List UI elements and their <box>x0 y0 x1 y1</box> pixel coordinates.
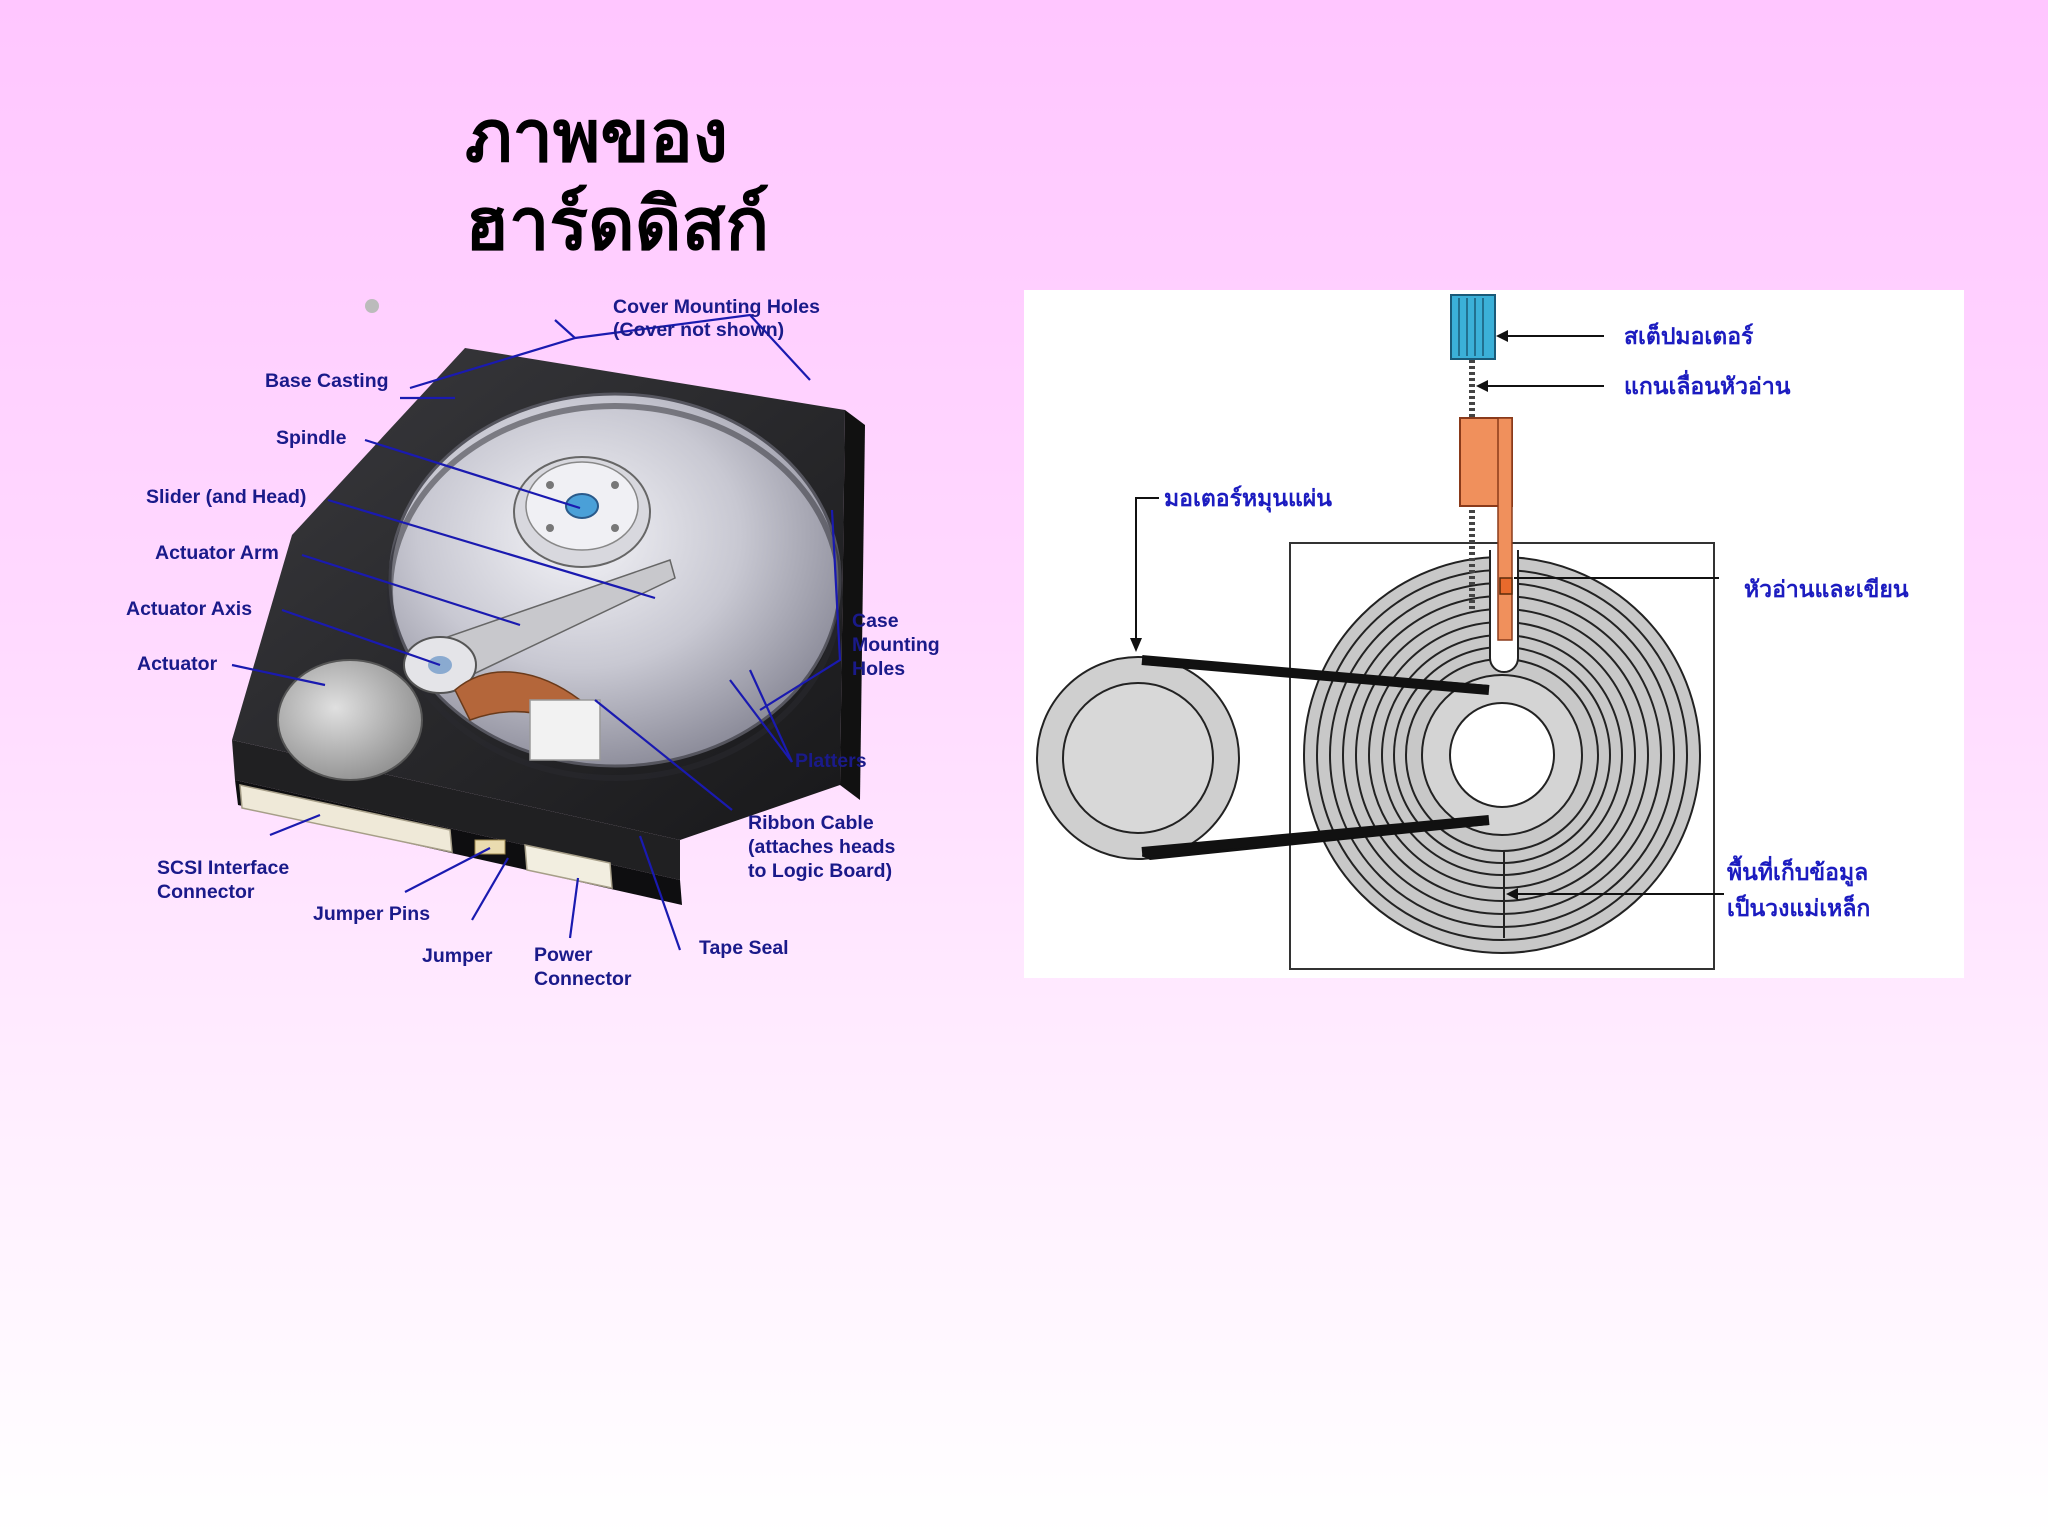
connector-block <box>529 699 601 761</box>
leader-actuator-arm <box>301 553 521 627</box>
label-tape-seal: Tape Seal <box>699 937 789 959</box>
leader-ribbon <box>594 699 733 811</box>
label-jumper-pins: Jumper Pins <box>313 903 430 925</box>
hub-screw <box>611 481 619 489</box>
disk-mechanism-schematic: สเต็ปมอเตอร์ แกนเลื่อนหัวอ่าน มอเตอร์หมุ… <box>1024 290 1964 978</box>
jumper-block <box>474 839 506 855</box>
hard-disk-drive <box>232 299 865 905</box>
leader-actuator-axis <box>281 608 441 667</box>
label-spindle: Spindle <box>276 427 347 449</box>
label-slider: Slider (and Head) <box>146 486 306 508</box>
pulley-inner <box>1062 682 1214 834</box>
hub-screw <box>546 524 554 532</box>
leader-actuator <box>231 663 326 687</box>
pointer-spindle-motor <box>1135 497 1159 648</box>
label-case-mounting-2: Mounting <box>852 634 940 656</box>
hub-screw <box>546 481 554 489</box>
drive-belt-bottom-line <box>1141 815 1490 857</box>
scsi-connector <box>239 784 453 853</box>
label-power-1: Power <box>534 944 593 966</box>
label-base-casting: Base Casting <box>265 370 389 392</box>
hard-disk-anatomy-diagram: Cover Mounting Holes (Cover not shown) B… <box>126 296 940 990</box>
label-head-shaft: แกนเลื่อนหัวอ่าน <box>1624 369 1791 400</box>
spindle-motor-pulley <box>1036 656 1240 860</box>
case-right-side <box>840 410 865 800</box>
slide-title-line-1: ภาพของ <box>465 94 728 178</box>
leader-cover-mounting-2 <box>574 313 811 381</box>
leader-spindle <box>364 438 581 510</box>
leader-platters <box>729 679 793 763</box>
arrowhead <box>1506 888 1518 900</box>
leader-power <box>568 877 580 939</box>
actuator-magnet <box>277 659 423 781</box>
label-platters: Platters <box>795 750 867 772</box>
leader-slider <box>327 498 656 600</box>
slide-title-line-2: ฮาร์ดดิสก์ <box>465 182 770 266</box>
label-case-mounting-3: Holes <box>852 658 905 680</box>
platter-hole <box>1449 702 1555 808</box>
read-write-head <box>1499 577 1513 595</box>
label-cover-mounting-holes-sub: (Cover not shown) <box>613 319 784 341</box>
label-actuator-axis: Actuator Axis <box>126 598 252 620</box>
leader-jumper-pins <box>404 847 491 893</box>
label-power-2: Connector <box>534 968 632 990</box>
platter-edge-shadow <box>387 403 843 781</box>
label-actuator: Actuator <box>137 653 218 675</box>
label-jumper: Jumper <box>422 945 493 967</box>
label-ribbon-cable-1: Ribbon Cable <box>748 812 874 834</box>
head-carriage <box>1459 417 1513 641</box>
label-case-mounting-1: Case <box>852 610 899 632</box>
label-scsi-1: SCSI Interface <box>157 857 289 879</box>
pointer-arrows <box>1130 330 1724 900</box>
leader-lines <box>231 313 842 951</box>
power-connector <box>524 844 613 889</box>
label-spindle-motor: มอเตอร์หมุนแผ่น <box>1164 485 1332 513</box>
cover-mounting-hole <box>365 299 379 313</box>
label-data-area-1: พื้นที่เก็บข้อมูล <box>1727 855 1868 887</box>
label-read-write-head: หัวอ่านและเขียน <box>1744 577 1909 603</box>
leader-jumper <box>471 857 509 921</box>
stepper-motor <box>1450 294 1496 360</box>
leader-tape-seal <box>638 835 682 951</box>
leader-case-mounting <box>759 509 842 711</box>
label-ribbon-cable-2: (attaches heads <box>748 836 896 858</box>
head-arm <box>1497 417 1513 641</box>
arrowhead <box>1496 330 1508 342</box>
label-stepper-motor: สเต็ปมอเตอร์ <box>1624 321 1754 350</box>
drive-belt-top-line <box>1141 655 1490 695</box>
label-data-area-2: เป็นวงแม่เหล็ก <box>1727 893 1870 922</box>
spindle-center <box>565 493 599 519</box>
arrowhead <box>1476 380 1488 392</box>
leader-scsi <box>269 813 321 837</box>
label-scsi-2: Connector <box>157 881 255 903</box>
slide-title: ภาพของ ฮาร์ดดิสก์ <box>465 92 769 268</box>
data-platter <box>1303 556 1701 954</box>
arrowhead <box>1130 638 1142 652</box>
leader-platters-2 <box>748 669 794 763</box>
label-actuator-arm: Actuator Arm <box>155 542 279 564</box>
hub-screw <box>611 524 619 532</box>
stepper-motor-body <box>1450 294 1496 360</box>
label-ribbon-cable-3: to Logic Board) <box>748 860 892 882</box>
label-cover-mounting-holes: Cover Mounting Holes <box>613 296 820 318</box>
